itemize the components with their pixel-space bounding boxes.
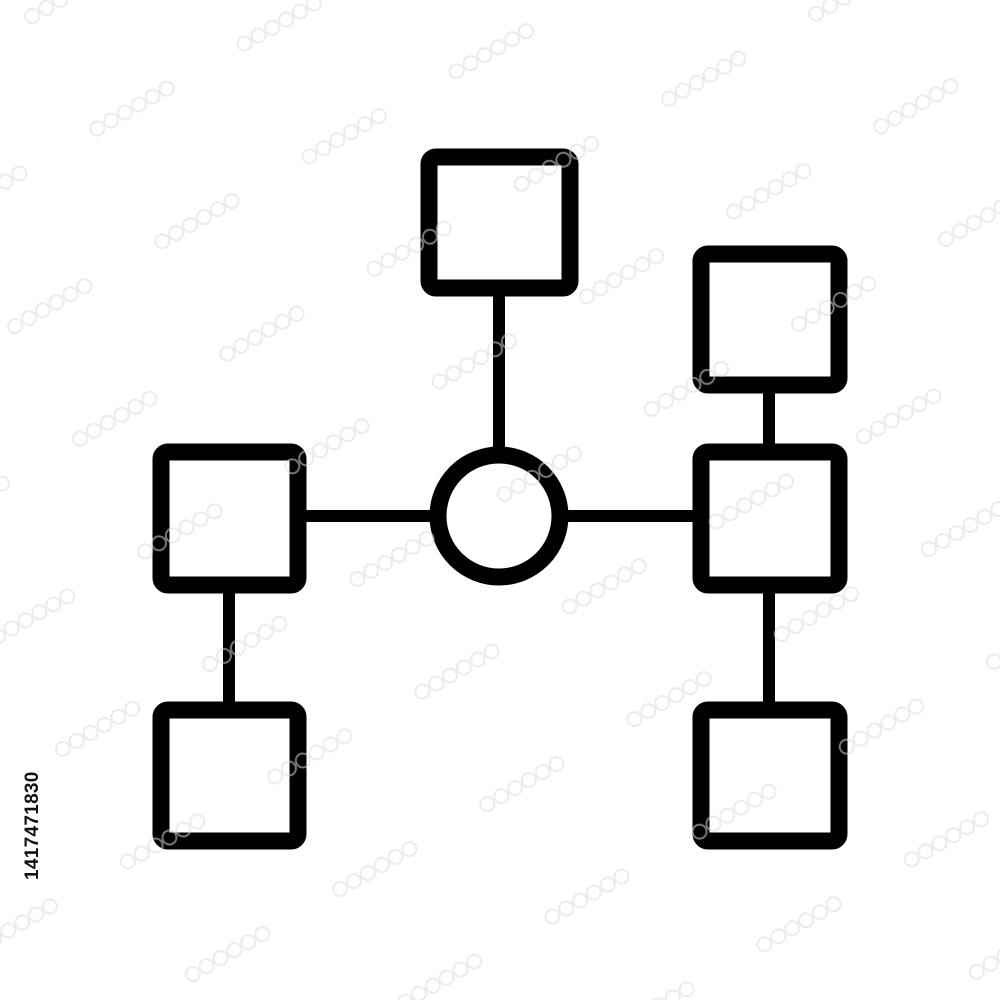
stock-id-label: 1417471830 xyxy=(22,771,43,880)
node-bottom-right-box xyxy=(692,701,848,850)
node-top-right-box xyxy=(692,245,848,394)
node-left-box xyxy=(152,443,307,594)
node-bottom-left-box xyxy=(152,701,307,850)
node-top-box xyxy=(420,148,579,297)
node-right-box xyxy=(692,443,848,594)
node-center-hub xyxy=(429,446,569,586)
